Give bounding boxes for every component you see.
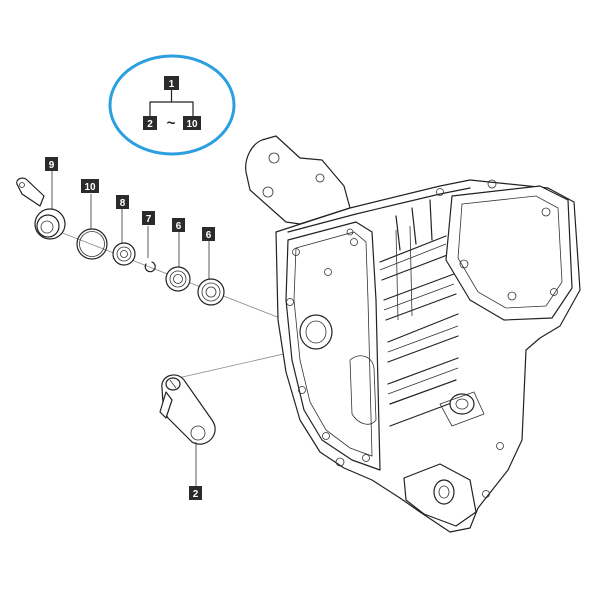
svg-text:10: 10 — [186, 119, 198, 130]
svg-text:6: 6 — [176, 221, 182, 232]
transmission-housing — [245, 135, 581, 533]
tag-10[interactable]: 10 — [81, 179, 99, 193]
tag-6-b[interactable]: 6 — [202, 227, 215, 241]
svg-text:7: 7 — [146, 214, 152, 225]
callout-group: 1 2 ~ 10 — [108, 54, 236, 156]
tag-range-end[interactable]: 10 — [183, 116, 201, 130]
tag-9[interactable]: 9 — [45, 157, 58, 171]
part-9-shift-lever[interactable]: 9 — [16, 157, 66, 240]
tag-6-a[interactable]: 6 — [172, 218, 185, 232]
part-10-o-ring[interactable]: 10 — [76, 179, 108, 260]
svg-text:1: 1 — [169, 79, 175, 90]
svg-text:6: 6 — [206, 230, 212, 241]
tag-2[interactable]: 2 — [189, 486, 202, 500]
part-2-shift-arm[interactable]: 2 — [159, 374, 216, 500]
part-8-seal[interactable]: 8 — [112, 195, 136, 266]
svg-text:2: 2 — [147, 119, 153, 130]
tag-parent[interactable]: 1 — [164, 76, 179, 90]
bracket-lines — [149, 89, 194, 117]
part-6-bearing-b[interactable]: 6 — [197, 227, 225, 306]
tag-7[interactable]: 7 — [142, 211, 155, 225]
range-separator: ~ — [167, 115, 176, 132]
svg-text:9: 9 — [49, 160, 55, 171]
svg-text:10: 10 — [84, 182, 96, 193]
part-7-snap-ring[interactable]: 7 — [142, 211, 156, 273]
tag-8[interactable]: 8 — [116, 195, 129, 209]
tag-range-start[interactable]: 2 — [143, 116, 157, 130]
part-6-bearing-a[interactable]: 6 — [165, 218, 191, 292]
svg-text:2: 2 — [193, 489, 199, 500]
highlight-circle — [108, 54, 236, 156]
svg-text:8: 8 — [120, 198, 126, 209]
